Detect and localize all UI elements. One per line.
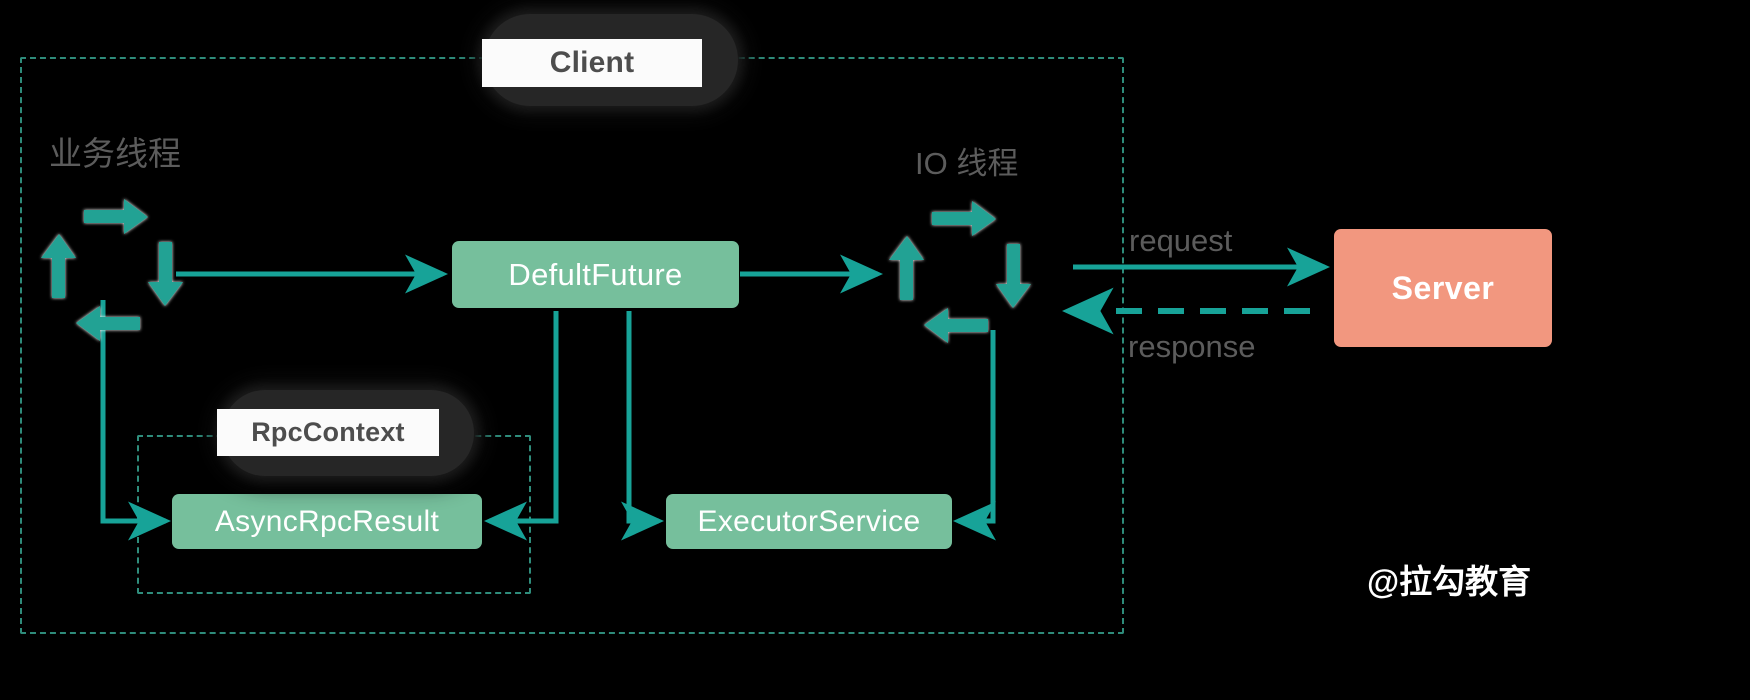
io-thread-label: IO 线程: [915, 146, 1019, 181]
node-server-label: Server: [1391, 270, 1495, 306]
node-async-rpc-result-label: AsyncRpcResult: [214, 504, 440, 538]
node-server[interactable]: Server: [1334, 229, 1552, 347]
client-pill-plate: Client: [482, 39, 702, 87]
rpc-context-pill[interactable]: RpcContext: [217, 390, 474, 476]
request-label: request: [1129, 223, 1233, 258]
rpc-context-pill-plate: RpcContext: [217, 409, 439, 456]
business-thread-label: 业务线程: [49, 135, 181, 172]
client-pill-label: Client: [549, 46, 635, 79]
node-executor-service-label: ExecutorService: [697, 504, 921, 538]
response-label: response: [1128, 329, 1256, 364]
watermark: @拉勾教育: [1367, 563, 1532, 600]
node-executor-service[interactable]: ExecutorService: [666, 494, 952, 549]
client-pill[interactable]: Client: [482, 14, 738, 106]
node-async-rpc-result[interactable]: AsyncRpcResult: [172, 494, 482, 549]
node-defult-future-label: DefultFuture: [508, 257, 683, 292]
node-defult-future[interactable]: DefultFuture: [452, 241, 739, 308]
rpc-context-pill-label: RpcContext: [251, 417, 405, 447]
